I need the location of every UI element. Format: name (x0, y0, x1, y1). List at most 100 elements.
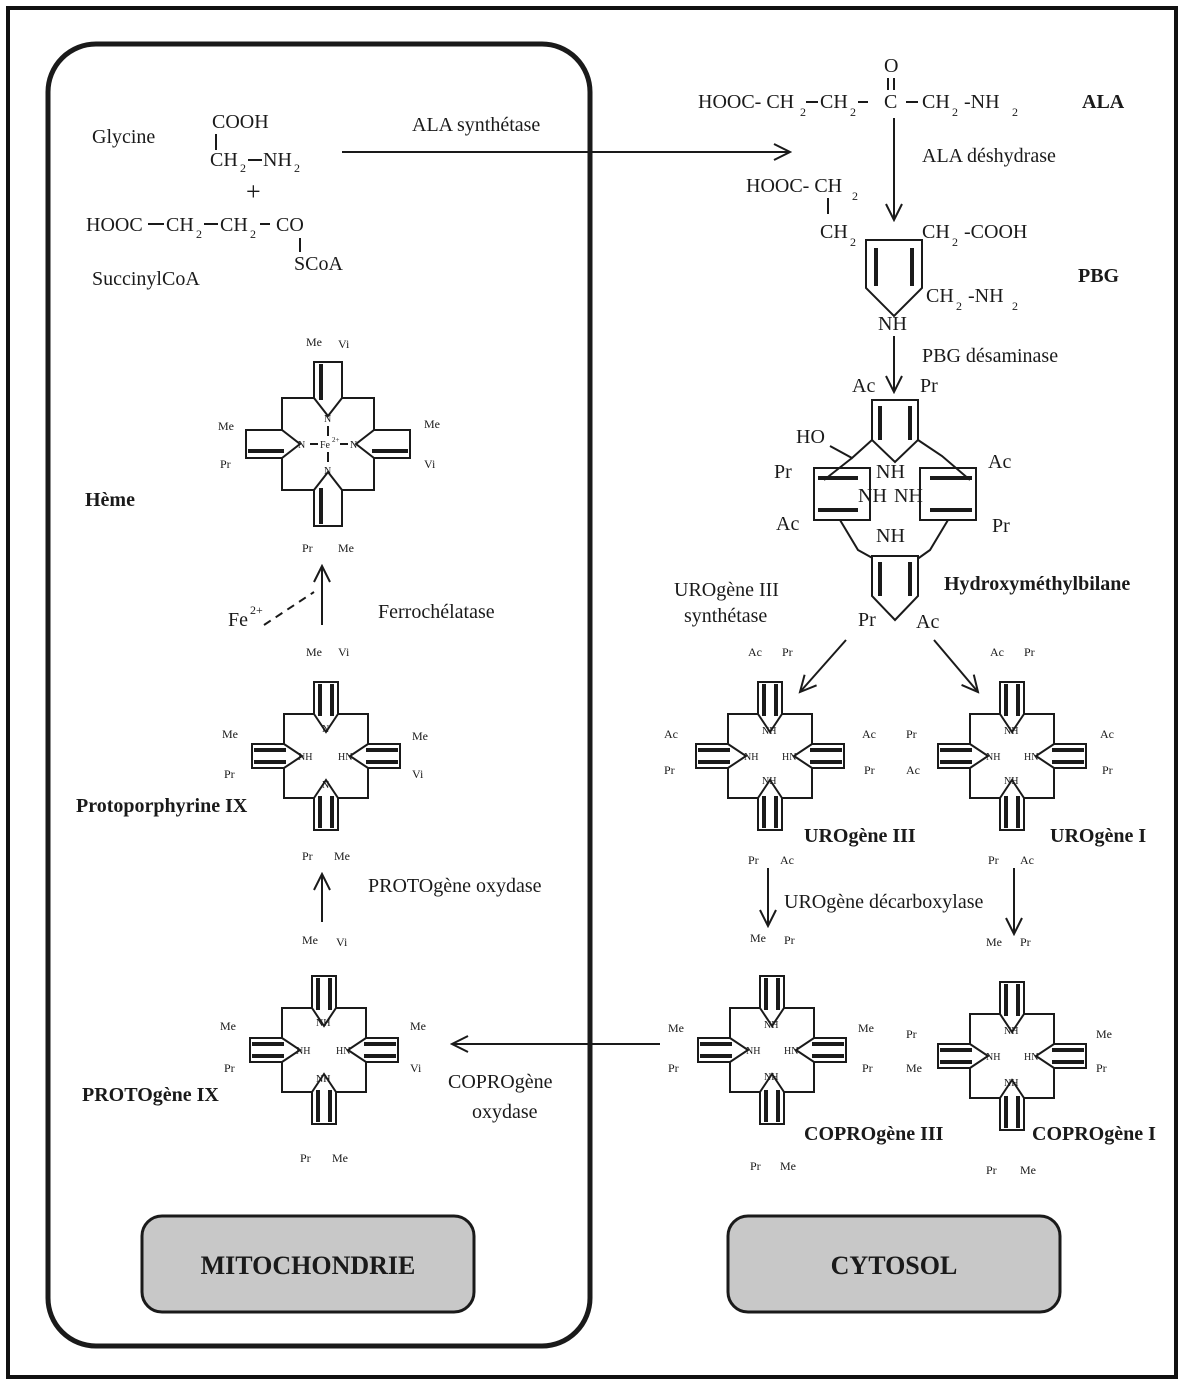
pbg-molecule: HOOC- CH 2 CH 2 CH 2 -COOH CH 2 -NH 2 NH… (746, 175, 1120, 335)
chemical-label: NH (296, 1046, 310, 1057)
chemical-label: N (298, 440, 305, 451)
urogen3-label: UROgène III (804, 825, 916, 847)
chemical-label: NH (746, 1046, 760, 1057)
chemical-label: NH (858, 485, 887, 507)
ala-dehydrase-label: ALA déshydrase (922, 145, 1056, 167)
chemical-label: CH (922, 221, 950, 243)
urogen1-molecule: NH NH NH HN Ac Pr Pr Ac Ac Pr Pr Ac UROg… (906, 645, 1146, 867)
chemical-label: N (350, 440, 357, 451)
chemical-label: NH (298, 752, 312, 763)
chemical-label: 2 (952, 235, 958, 249)
chemical-label: Me (412, 729, 428, 743)
coprogen-oxydase-label-2: oxydase (472, 1101, 538, 1123)
urogen1-label: UROgène I (1050, 825, 1146, 847)
chemical-label: Ac (990, 645, 1004, 659)
chemical-label: Pr (784, 933, 795, 947)
chemical-label: NH (1004, 776, 1018, 787)
cytosol-label: CYTOSOL (831, 1251, 958, 1280)
chemical-label: Pr (748, 853, 759, 867)
chemical-label: Pr (1024, 645, 1035, 659)
cytosol-tag (726, 1214, 1062, 1314)
chemical-label: -COOH (964, 221, 1027, 243)
chemical-label: HN (338, 752, 352, 763)
chemical-label: Me (222, 727, 238, 741)
chemical-label: Pr (300, 1151, 311, 1165)
coprogen-oxydase-label-1: COPROgène (448, 1071, 553, 1093)
glycine-cooh: COOH (212, 111, 269, 133)
chemical-label: Vi (336, 935, 348, 949)
chemical-label: 2 (240, 161, 246, 175)
ala-formula-left: HOOC- CH (698, 91, 794, 113)
chemical-label: Ac (852, 375, 875, 397)
chemical-label: Pr (782, 645, 793, 659)
chemical-label: HN (1024, 752, 1038, 763)
chemical-label: NH (876, 525, 905, 547)
chemical-label: NH (764, 1072, 778, 1083)
chemical-label: Ac (664, 727, 678, 741)
chemical-label: NH (316, 1074, 330, 1085)
glycine-ch2: CH (210, 149, 238, 171)
ala-oxygen: O (884, 55, 898, 77)
chemical-label: NH (876, 461, 905, 483)
chemical-label: N (324, 414, 331, 425)
chemical-label: 2 (294, 161, 300, 175)
chemical-label: Ac (988, 451, 1011, 473)
coprogen3-molecule: NH NH NH HN Me Pr Me Pr Me Pr Pr Me COPR… (668, 931, 944, 1173)
hmb-ho: HO (796, 426, 825, 448)
pbg-nh: NH (878, 313, 907, 335)
chemical-label: N (322, 780, 329, 791)
chemical-label: Pr (906, 727, 917, 741)
chemical-label: Me (750, 931, 766, 945)
chemical-label: Me (986, 935, 1002, 949)
chemical-label: Pr (224, 1061, 235, 1075)
chemical-label: Me (334, 849, 350, 863)
succinyl-ch2-b: CH (220, 214, 248, 236)
chemical-label: CH (820, 91, 848, 113)
heme-molecule: N N N N Fe 2+ Me Vi Me Pr Me Vi Pr Me Hè… (85, 335, 440, 555)
chemical-label: 2 (850, 105, 856, 119)
succinyl-co: CO (276, 214, 304, 236)
chemical-label: HOOC- CH (746, 175, 842, 197)
chemical-label: 2 (250, 227, 256, 241)
chemical-label: Ac (1020, 853, 1034, 867)
chemical-label: NH (1004, 726, 1018, 737)
chemical-label: NH (894, 485, 923, 507)
pbg-desaminase-label: PBG désaminase (922, 345, 1058, 367)
plus-sign: + (246, 177, 261, 206)
mitochondria-tag (140, 1214, 476, 1314)
urogen3-synthetase-arrow (800, 639, 847, 692)
fe-ion-dashed-line (263, 591, 315, 626)
ala-label: ALA (1082, 91, 1125, 113)
urogen3-synthetase-label-2: synthétase (684, 605, 767, 627)
chemical-label: NH (986, 1052, 1000, 1063)
chemical-label: Me (306, 645, 322, 659)
succinylcoa-label: SuccinylCoA (92, 268, 200, 290)
chemical-label: NH (1004, 1078, 1018, 1089)
glycine-label: Glycine (92, 126, 155, 148)
hmb-molecule: Ac Pr NH HO NH NH Pr Ac Ac Pr NH Pr Ac H… (774, 375, 1130, 633)
chemical-label: Pr (1096, 1061, 1107, 1075)
chemical-label: 2 (800, 105, 806, 119)
chemical-label: Vi (412, 767, 424, 781)
heme-iron: Fe (320, 440, 331, 451)
protoporphyrin-label: Protoporphyrine IX (76, 795, 248, 817)
pbg-label: PBG (1078, 265, 1120, 287)
chemical-label: 2 (1012, 299, 1018, 313)
chemical-label: Ac (780, 853, 794, 867)
chemical-label: Vi (424, 457, 436, 471)
chemical-label: Pr (302, 541, 313, 555)
chemical-label: 2+ (250, 603, 263, 617)
succinyl-scoa: SCoA (294, 253, 343, 275)
heme-label: Hème (85, 489, 135, 511)
chemical-label: N (322, 724, 329, 735)
ala-synthetase-label: ALA synthétase (412, 114, 540, 136)
chemical-label: NH (764, 1020, 778, 1031)
chemical-label: Pr (1020, 935, 1031, 949)
chemical-label: Me (1020, 1163, 1036, 1177)
mitochondria-label: MITOCHONDRIE (201, 1251, 416, 1280)
chemical-label: Pr (1102, 763, 1113, 777)
chemical-label: Pr (858, 609, 876, 631)
urogen-decarboxylase-label: UROgène décarboxylase (784, 891, 983, 913)
chemical-label: Vi (338, 645, 350, 659)
chemical-label: Me (1096, 1027, 1112, 1041)
